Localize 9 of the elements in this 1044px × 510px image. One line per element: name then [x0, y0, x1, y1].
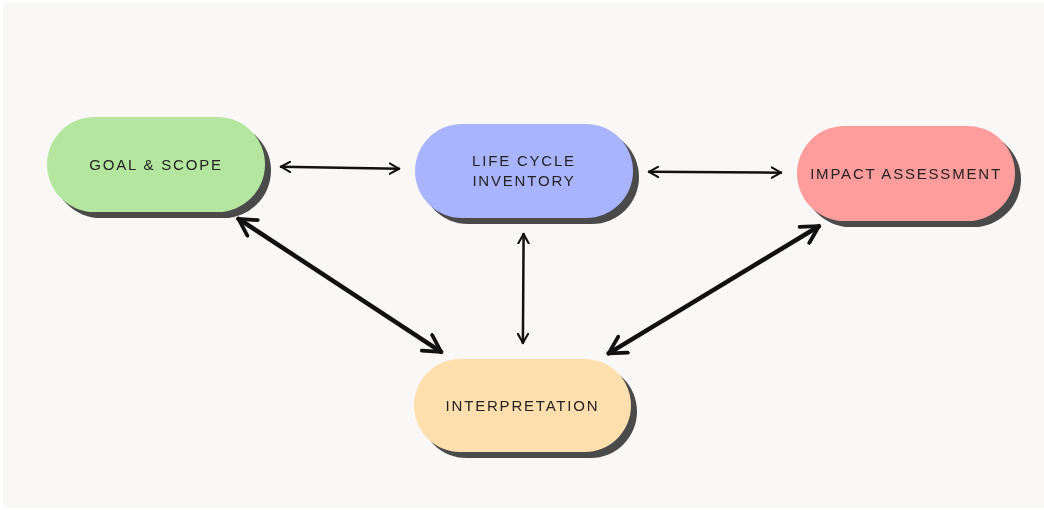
double-arrow — [606, 224, 822, 356]
stage-label: GOAL & SCOPE — [88, 154, 224, 175]
stage-label: LIFE CYCLE INVENTORY — [471, 151, 577, 191]
stage-label: INTERPRETATION — [444, 395, 601, 416]
double-arrow — [236, 216, 444, 355]
stage-label: IMPACT ASSESSMENT — [809, 163, 1003, 184]
double-arrow — [516, 232, 530, 345]
double-arrow — [279, 160, 401, 175]
double-arrow — [647, 165, 783, 179]
